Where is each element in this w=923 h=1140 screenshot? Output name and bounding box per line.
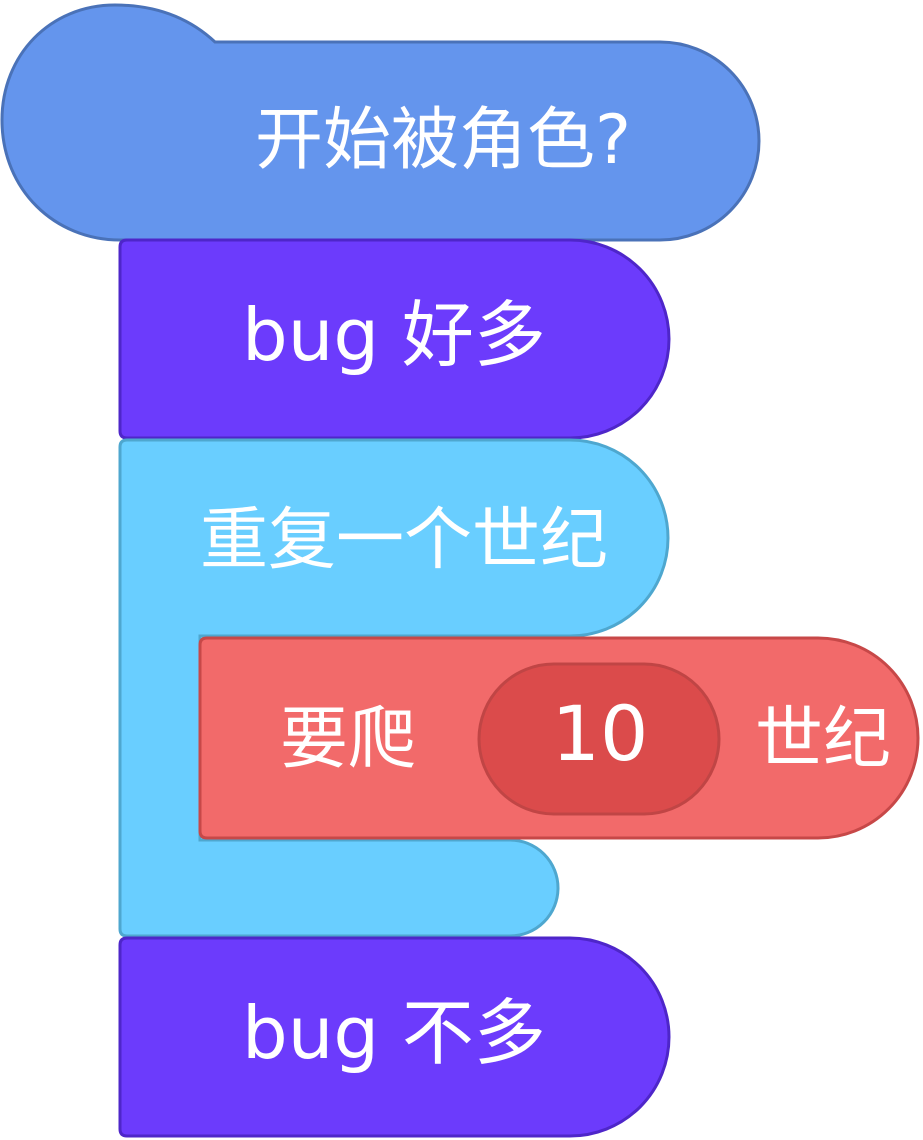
climb-block-label-after: 世纪 bbox=[755, 700, 891, 779]
climb-count-input[interactable]: 10 bbox=[477, 662, 721, 816]
say-block-2-shape bbox=[118, 936, 671, 1138]
climb-count-input-shape bbox=[477, 662, 721, 816]
climb-count-value: 10 bbox=[552, 689, 649, 778]
say-block-2[interactable]: bug 不多 bbox=[118, 936, 671, 1138]
climb-block-label-before: 要爬 bbox=[280, 700, 416, 779]
hat-block-label: 开始被角色? bbox=[255, 101, 631, 180]
say-block-1-shape bbox=[118, 238, 671, 440]
hat-block-shape bbox=[0, 3, 761, 242]
climb-block[interactable]: 要爬 10 世纪 bbox=[198, 636, 920, 840]
say-block-1[interactable]: bug 好多 bbox=[118, 238, 671, 440]
repeat-block[interactable]: 重复一个世纪 bbox=[118, 438, 670, 938]
hat-block[interactable]: 开始被角色? bbox=[0, 3, 761, 242]
say-block-2-label: bug 不多 bbox=[242, 991, 546, 1075]
say-block-1-label: bug 好多 bbox=[242, 293, 546, 377]
repeat-block-label: 重复一个世纪 bbox=[200, 501, 608, 580]
repeat-block-shape bbox=[118, 438, 670, 938]
